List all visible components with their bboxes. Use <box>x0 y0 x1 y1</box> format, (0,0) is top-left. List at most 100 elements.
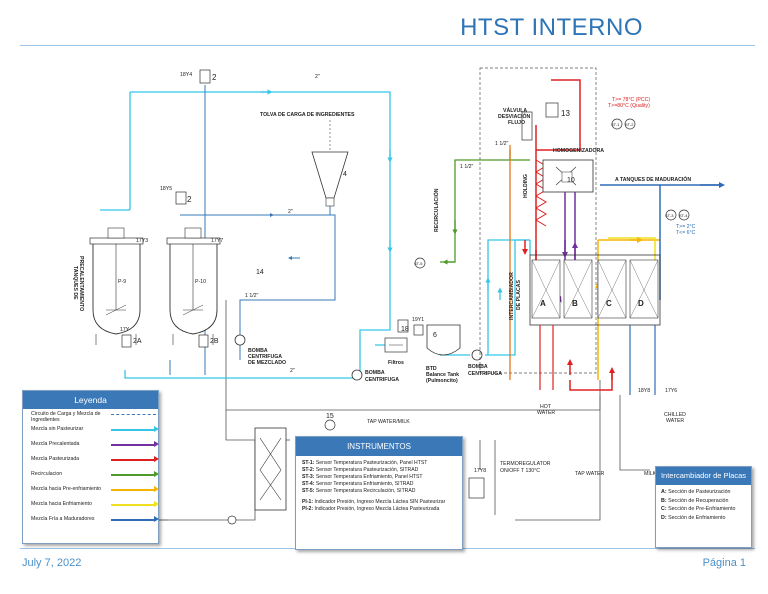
instrument-tag: ST-5: <box>302 488 316 494</box>
sensor-icons <box>324 118 690 431</box>
instruments-title: INSTRUMENTOS <box>296 437 462 456</box>
tag-17y7: 17Y7 <box>211 238 223 244</box>
label-milk: MILK <box>644 471 657 477</box>
service-lines <box>135 300 650 521</box>
plate-section-text: Sección de Pasteurización <box>668 489 731 495</box>
holding-coil <box>535 159 547 227</box>
tag-17y8: 17Y8 <box>474 468 486 474</box>
legend-swatch <box>111 489 156 491</box>
recirculation-line <box>440 150 530 263</box>
footer-page: Página 1 <box>702 557 746 569</box>
pump-centrifuga-1 <box>351 369 363 381</box>
label-chilled-2: WATER <box>666 418 684 424</box>
header-rule <box>20 45 755 46</box>
instrument-item: ST-5: Sensor Temperatura Recirculación, … <box>302 488 456 495</box>
instrument-item: ST-1: Sensor Temperatura Pasteurización,… <box>302 460 456 467</box>
label-temp-3: T>= 2°C <box>676 224 696 230</box>
label-valvula-3: FLUJO <box>508 120 525 126</box>
label-tanques-1: TANQUES DE <box>72 266 78 300</box>
instrument-tag: PI-2: <box>302 506 315 512</box>
pasteurized-lines <box>535 79 613 391</box>
section-b: B <box>572 299 578 308</box>
legend-item: Mezcla Pasteurizada <box>23 454 159 469</box>
tag-19y1: 19Y1 <box>412 317 424 323</box>
plates-title: Intercambiador de Placas <box>656 467 751 485</box>
legend-list: Circuito de Carga y Mezcla de Ingredient… <box>23 409 159 529</box>
label-tolva: TOLVA DE CARGA DE INGREDIENTES <box>260 112 355 118</box>
section-c: C <box>606 299 612 308</box>
plates-panel: Intercambiador de Placas A: Sección de P… <box>655 466 752 548</box>
tag-6: 6 <box>433 332 437 339</box>
plate-section-tag: D: <box>661 514 669 521</box>
legend-item-label: Mezcla Precalentada <box>31 441 80 447</box>
legend-swatch <box>111 519 156 521</box>
tag-2d: 2B <box>210 338 219 345</box>
legend-swatch <box>111 414 156 415</box>
label-tap-water: TAP WATER <box>575 471 604 477</box>
tag-2c: 2A <box>133 338 142 345</box>
tank-p9 <box>89 227 144 345</box>
label-temp-1: T>= 78°C (PCC) <box>612 97 650 103</box>
tag-st4: ST-4 <box>679 213 688 218</box>
label-bomba-c1-1: BOMBA <box>365 370 385 376</box>
tag-st1: ST-1 <box>611 122 620 127</box>
section-a: A <box>540 299 546 308</box>
tag-st3: ST-3 <box>665 213 674 218</box>
label-intercambiador-2: DE PLACAS <box>516 279 522 310</box>
instrument-tag: ST-2: <box>302 467 316 473</box>
pipe-size-valve: 1 1/2" <box>495 141 509 147</box>
label-homogenizadora: HOMOGENIZADORA <box>553 148 604 154</box>
pump-small-icon <box>227 515 237 525</box>
label-p9: P-9 <box>118 279 126 285</box>
homogenizer <box>542 159 594 193</box>
legend-arrow-icon <box>154 501 159 507</box>
legend-item-label: Circuito de Carga y Mezcla de Ingredient… <box>31 411 101 423</box>
legend-item: Mezcla sin Pasteurizar <box>23 424 159 439</box>
label-bomba-c1-2: CENTRIFUGA <box>365 377 399 383</box>
plate-section-tag: B: <box>661 497 669 504</box>
plate-section-item: C: Sección de Pre-Enfriamiento <box>661 505 746 514</box>
plate-section-item: A: Sección de Pasteurización <box>661 488 746 497</box>
label-tanques-2: PRECALENTAMIENTO <box>78 256 84 311</box>
instrument-tag: PI-1: <box>302 499 315 505</box>
legend-item: Mezcla Precalentada <box>23 439 159 454</box>
instrument-item: ST-4: Sensor Temperatura Enfriamiento, S… <box>302 481 456 488</box>
pipe-size-left: 1 1/2" <box>245 293 259 299</box>
instruments-list: ST-1: Sensor Temperatura Pasteurización,… <box>296 456 462 517</box>
legend-item: Mezcla Fría a Maduradores <box>23 514 159 529</box>
tag-st2: ST-2 <box>625 122 634 127</box>
instrument-tag: ST-4: <box>302 481 316 487</box>
footer-date: July 7, 2022 <box>22 557 82 569</box>
label-btd-2: Balance Tank <box>426 372 459 378</box>
instrument-tag: ST-3: <box>302 474 316 480</box>
legend-item-label: Mezcla hacia Pre-enfriamiento <box>31 486 102 492</box>
legend-arrow-icon <box>154 441 159 447</box>
raw-mix-lines <box>100 91 531 379</box>
instrument-text: Sensor Temperatura Pasteurización, Panel… <box>315 460 428 466</box>
label-filtros: Filtros <box>388 360 404 366</box>
legend-panel: Leyenda Circuito de Carga y Mezcla de In… <box>22 390 159 544</box>
label-hot-2: WATER <box>537 410 555 416</box>
filters <box>384 337 408 353</box>
pipe-size-top: 2" <box>315 74 320 80</box>
legend-item: Mezcla hacia Pre-enfriamiento <box>23 484 159 499</box>
plate-section-tag: A: <box>661 489 669 495</box>
tag-18: 18 <box>401 326 409 333</box>
label-p10: P-10 <box>195 279 206 285</box>
instrument-text: Indicador Presión, Ingreso Mezcla Láctea… <box>314 506 440 512</box>
tank-p10 <box>166 227 221 345</box>
legend-item-label: Mezcla hacia Enfriamiento <box>31 501 92 507</box>
tag-2b: 2 <box>187 195 192 204</box>
label-bomba-c2-2: CENTRIFUGA <box>468 371 502 377</box>
legend-item-label: Mezcla Fría a Maduradores <box>31 516 95 522</box>
label-temp-4: T<= 6°C <box>676 230 696 236</box>
label-recirculacion: RECIRCULACIÓN <box>432 188 440 232</box>
label-temp-2: T>=80°C (Quality) <box>608 103 650 109</box>
legend-swatch <box>111 474 156 476</box>
legend-item-label: Recirculacion <box>31 471 63 477</box>
instrument-item: PI-1: Indicador Presión, Ingreso Mezcla … <box>302 499 456 506</box>
tag-13: 13 <box>561 109 570 118</box>
instrument-item: PI-2: Indicador Presión, Ingreso Mezcla … <box>302 506 456 513</box>
